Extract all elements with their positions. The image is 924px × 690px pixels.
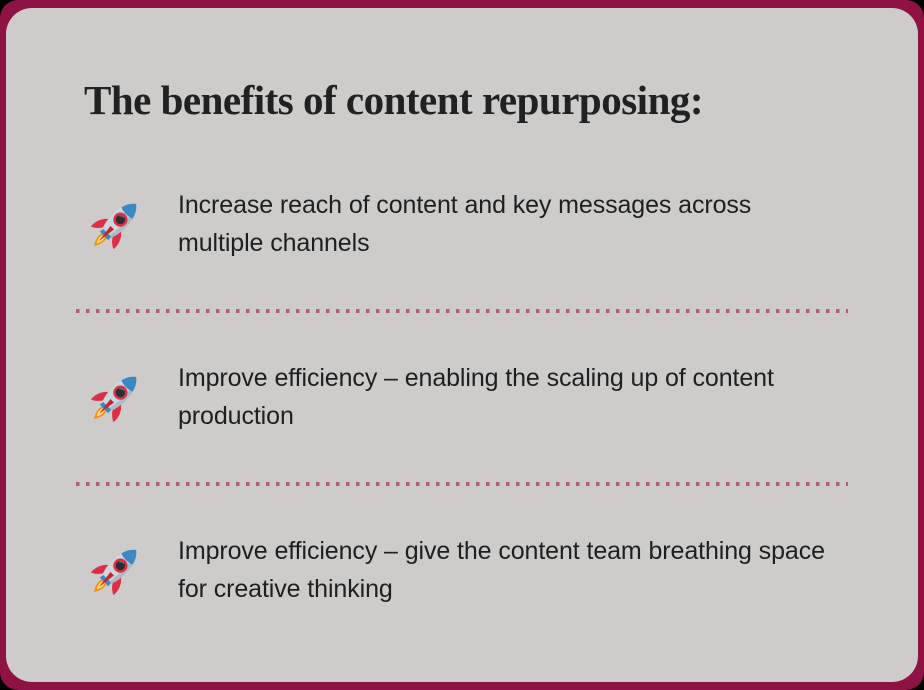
dotted-divider (76, 308, 848, 314)
rocket-icon (84, 192, 148, 257)
rocket-icon (84, 538, 148, 603)
benefit-text: Improve efficiency – give the content te… (178, 537, 825, 604)
benefit-text: Increase reach of content and key messag… (178, 191, 752, 258)
page-title: The benefits of content repurposing: (84, 77, 704, 123)
content-card: The benefits of content repurposing: Inc… (6, 8, 918, 682)
benefit-item: Improve efficiency – enabling the scalin… (84, 359, 848, 435)
benefit-item: Increase reach of content and key messag… (84, 186, 848, 262)
benefits-list: Increase reach of content and key messag… (76, 186, 848, 608)
benefit-item: Improve efficiency – give the content te… (84, 532, 848, 608)
rocket-icon (84, 365, 148, 430)
benefit-text: Improve efficiency – enabling the scalin… (178, 364, 774, 431)
dotted-divider (76, 481, 848, 487)
